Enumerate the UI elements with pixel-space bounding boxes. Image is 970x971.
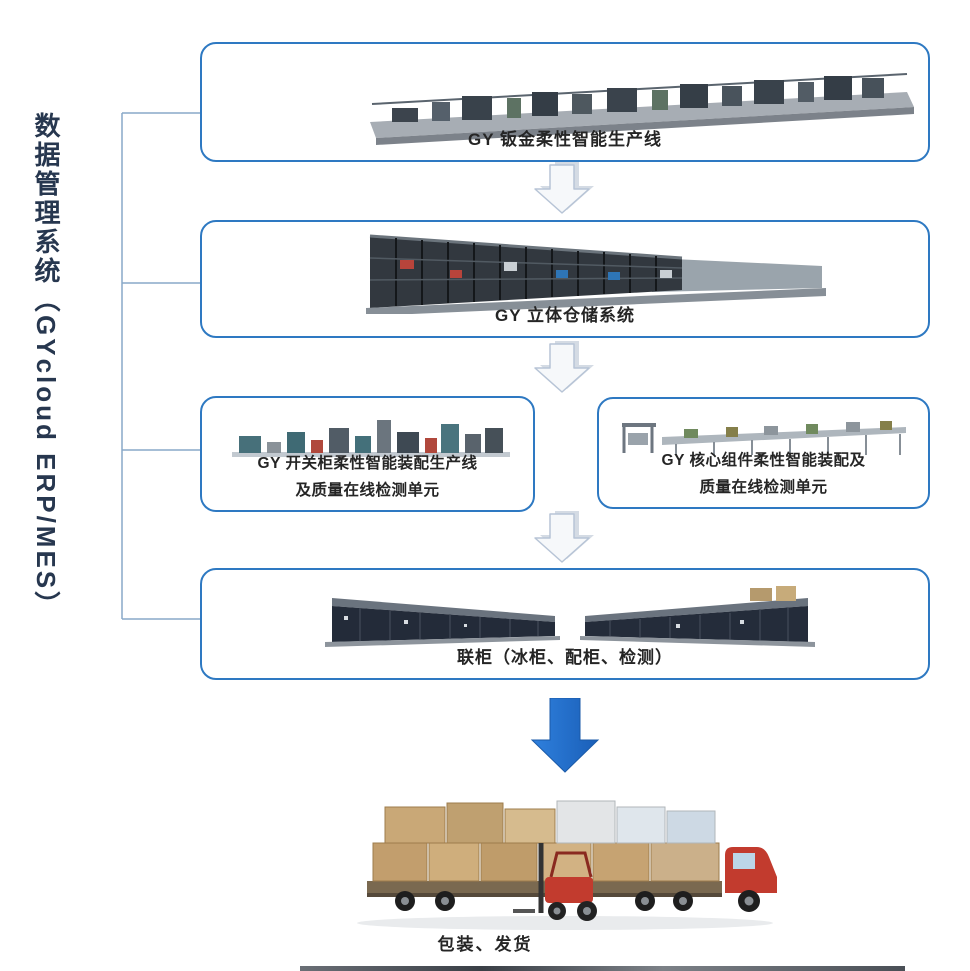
box-label-core-components: GY 核心组件柔性智能装配及 质量在线检测单元 [599, 448, 928, 501]
truck-illustration [357, 800, 777, 930]
box-label-switchgear: GY 开关柜柔性智能装配生产线 及质量在线检测单元 [202, 451, 533, 504]
warehouse-photo [366, 234, 826, 314]
flow-box-sheet-metal-line: GY 钣金柔性智能生产线 [200, 42, 930, 162]
cabinets-photo [325, 586, 815, 647]
box-label-warehouse: GY 立体仓储系统 [495, 306, 635, 325]
down-arrow-icon [534, 162, 594, 214]
box-label-core-line1: GY 核心组件柔性智能装配及 [661, 452, 866, 470]
flow-box-core-components: GY 核心组件柔性智能装配及 质量在线检测单元 [597, 397, 930, 509]
box-label-switchgear-line1: GY 开关柜柔性智能装配生产线 [257, 455, 478, 473]
switchgear-line-photo [232, 420, 510, 457]
box-label-core-line2: 质量在线检测单元 [699, 478, 828, 496]
cropped-image-strip [300, 966, 905, 971]
core-components-line-photo [622, 421, 906, 455]
solid-blue-down-arrow-icon [530, 698, 600, 773]
box-label-cabinets: 联柜（冰柜、配柜、检测） [457, 648, 673, 667]
flow-box-warehouse: GY 立体仓储系统 [200, 220, 930, 338]
packing-shipping-photo [345, 785, 785, 935]
data-management-system-title: 数据管理系统（GYcloud ERP/MES） [31, 112, 61, 621]
box-label-sheet-metal: GY 钣金柔性智能生产线 [468, 130, 662, 149]
flow-box-cabinets: 联柜（冰柜、配柜、检测） [200, 568, 930, 680]
down-arrow-icon [534, 511, 594, 563]
down-arrow-icon [534, 341, 594, 393]
box-label-switchgear-line2: 及质量在线检测单元 [295, 481, 440, 499]
sheet-metal-line-photo [370, 73, 914, 145]
connector-bracket-lines [121, 112, 202, 620]
flow-box-switchgear-line: GY 开关柜柔性智能装配生产线 及质量在线检测单元 [200, 396, 535, 512]
packing-shipping-label: 包装、发货 [437, 935, 533, 954]
